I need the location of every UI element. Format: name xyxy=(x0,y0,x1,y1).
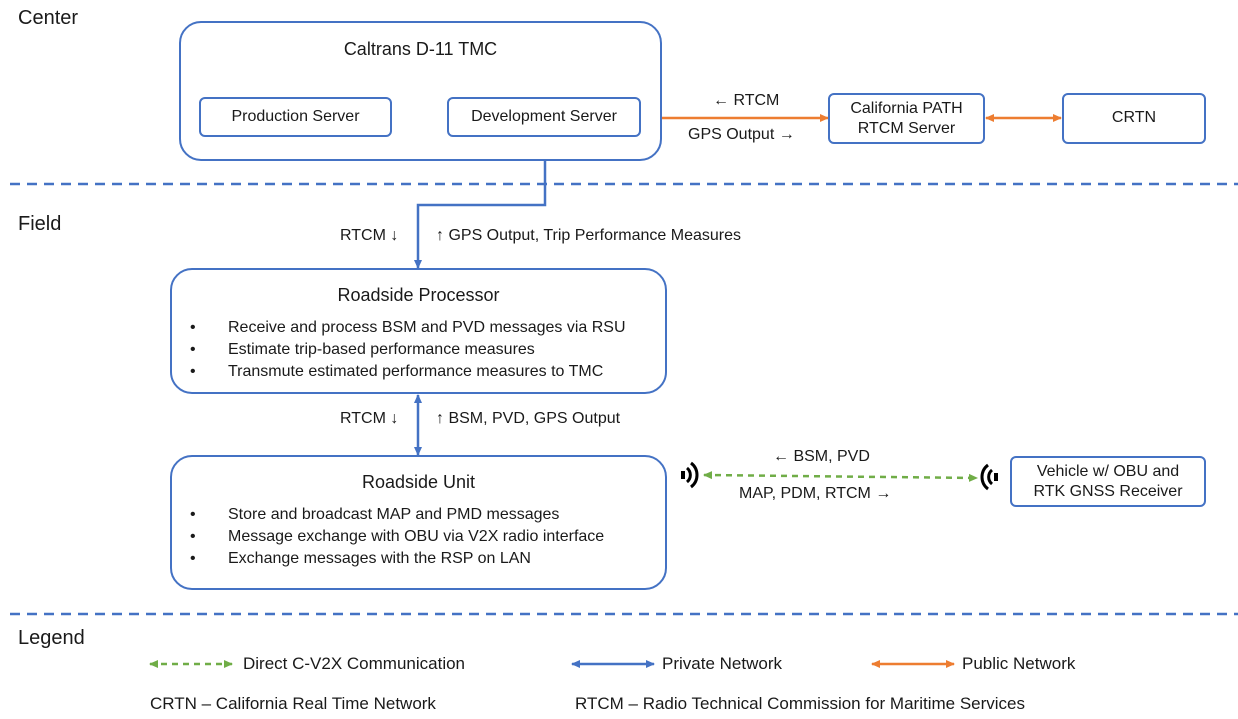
label-gps-trip-up: ↑ GPS Output, Trip Performance Measures xyxy=(436,227,742,244)
legend-label-private: Private Network xyxy=(662,654,782,673)
roadside-processor-title: Roadside Processor xyxy=(337,285,500,305)
roadside-processor-box: Roadside Processor Receive and process B… xyxy=(170,268,667,394)
rsu-bullet-1: Store and broadcast MAP and PMD messages xyxy=(174,504,604,526)
antenna-icon xyxy=(678,457,700,493)
label-map-pdm-rtcm-right: MAP, PDM, RTCM → xyxy=(739,485,892,502)
rsp-bullet-3: Transmute estimated performance measures… xyxy=(174,361,626,383)
production-server-box: Production Server xyxy=(199,97,392,137)
label-rtcm-down-1: RTCM ↓ xyxy=(340,227,399,244)
rsu-bullet-2: Message exchange with OBU via V2X radio … xyxy=(174,526,604,548)
roadside-unit-bullets: Store and broadcast MAP and PMD messages… xyxy=(174,504,604,570)
rsu-bullet-3: Exchange messages with the RSP on LAN xyxy=(174,548,604,570)
label-gps-output-right: GPS Output → xyxy=(688,126,795,143)
antenna-icon xyxy=(979,459,1001,495)
path-server-line2: RTCM Server xyxy=(857,120,956,137)
vehicle-line2: RTK GNSS Receiver xyxy=(1033,483,1183,500)
roadside-unit-box: Roadside Unit Store and broadcast MAP an… xyxy=(170,455,667,590)
section-label-center: Center xyxy=(18,7,79,29)
label-rtcm-down-2: RTCM ↓ xyxy=(340,410,399,427)
vehicle-line1: Vehicle w/ OBU and xyxy=(1036,463,1180,480)
link-devserver-rsp xyxy=(414,136,549,269)
rsp-bullet-1: Receive and process BSM and PVD messages… xyxy=(174,317,626,339)
production-server-label: Production Server xyxy=(231,108,360,125)
legend-label-public: Public Network xyxy=(962,654,1076,673)
label-bsm-pvd-gps-up: ↑ BSM, PVD, GPS Output xyxy=(436,410,621,427)
vehicle-obu-box: Vehicle w/ OBU and RTK GNSS Receiver xyxy=(1010,456,1206,507)
link-v2x xyxy=(703,471,978,482)
development-server-label: Development Server xyxy=(471,108,617,125)
legend-abbr-crtn: CRTN – California Real Time Network xyxy=(150,694,436,713)
rsp-bullet-2: Estimate trip-based performance measures xyxy=(174,339,626,361)
section-label-field: Field xyxy=(18,213,62,235)
legend-abbr-rtcm: RTCM – Radio Technical Commission for Ma… xyxy=(575,694,1026,713)
crtn-label: CRTN xyxy=(1111,109,1157,126)
roadside-unit-title: Roadside Unit xyxy=(361,472,476,492)
section-label-legend: Legend xyxy=(18,627,85,649)
tmc-title: Caltrans D-11 TMC xyxy=(343,39,498,59)
path-rtcm-server-box: California PATH RTCM Server xyxy=(828,93,985,144)
path-server-line1: California PATH xyxy=(850,100,963,117)
tmc-box: Caltrans D-11 TMC xyxy=(179,21,662,161)
crtn-box: CRTN xyxy=(1062,93,1206,144)
label-bsm-pvd-left: ← BSM, PVD xyxy=(773,448,870,465)
roadside-processor-bullets: Receive and process BSM and PVD messages… xyxy=(174,317,626,383)
label-rtcm-left: ← RTCM xyxy=(713,92,780,109)
development-server-box: Development Server xyxy=(447,97,641,137)
legend-label-v2x: Direct C-V2X Communication xyxy=(243,654,466,673)
